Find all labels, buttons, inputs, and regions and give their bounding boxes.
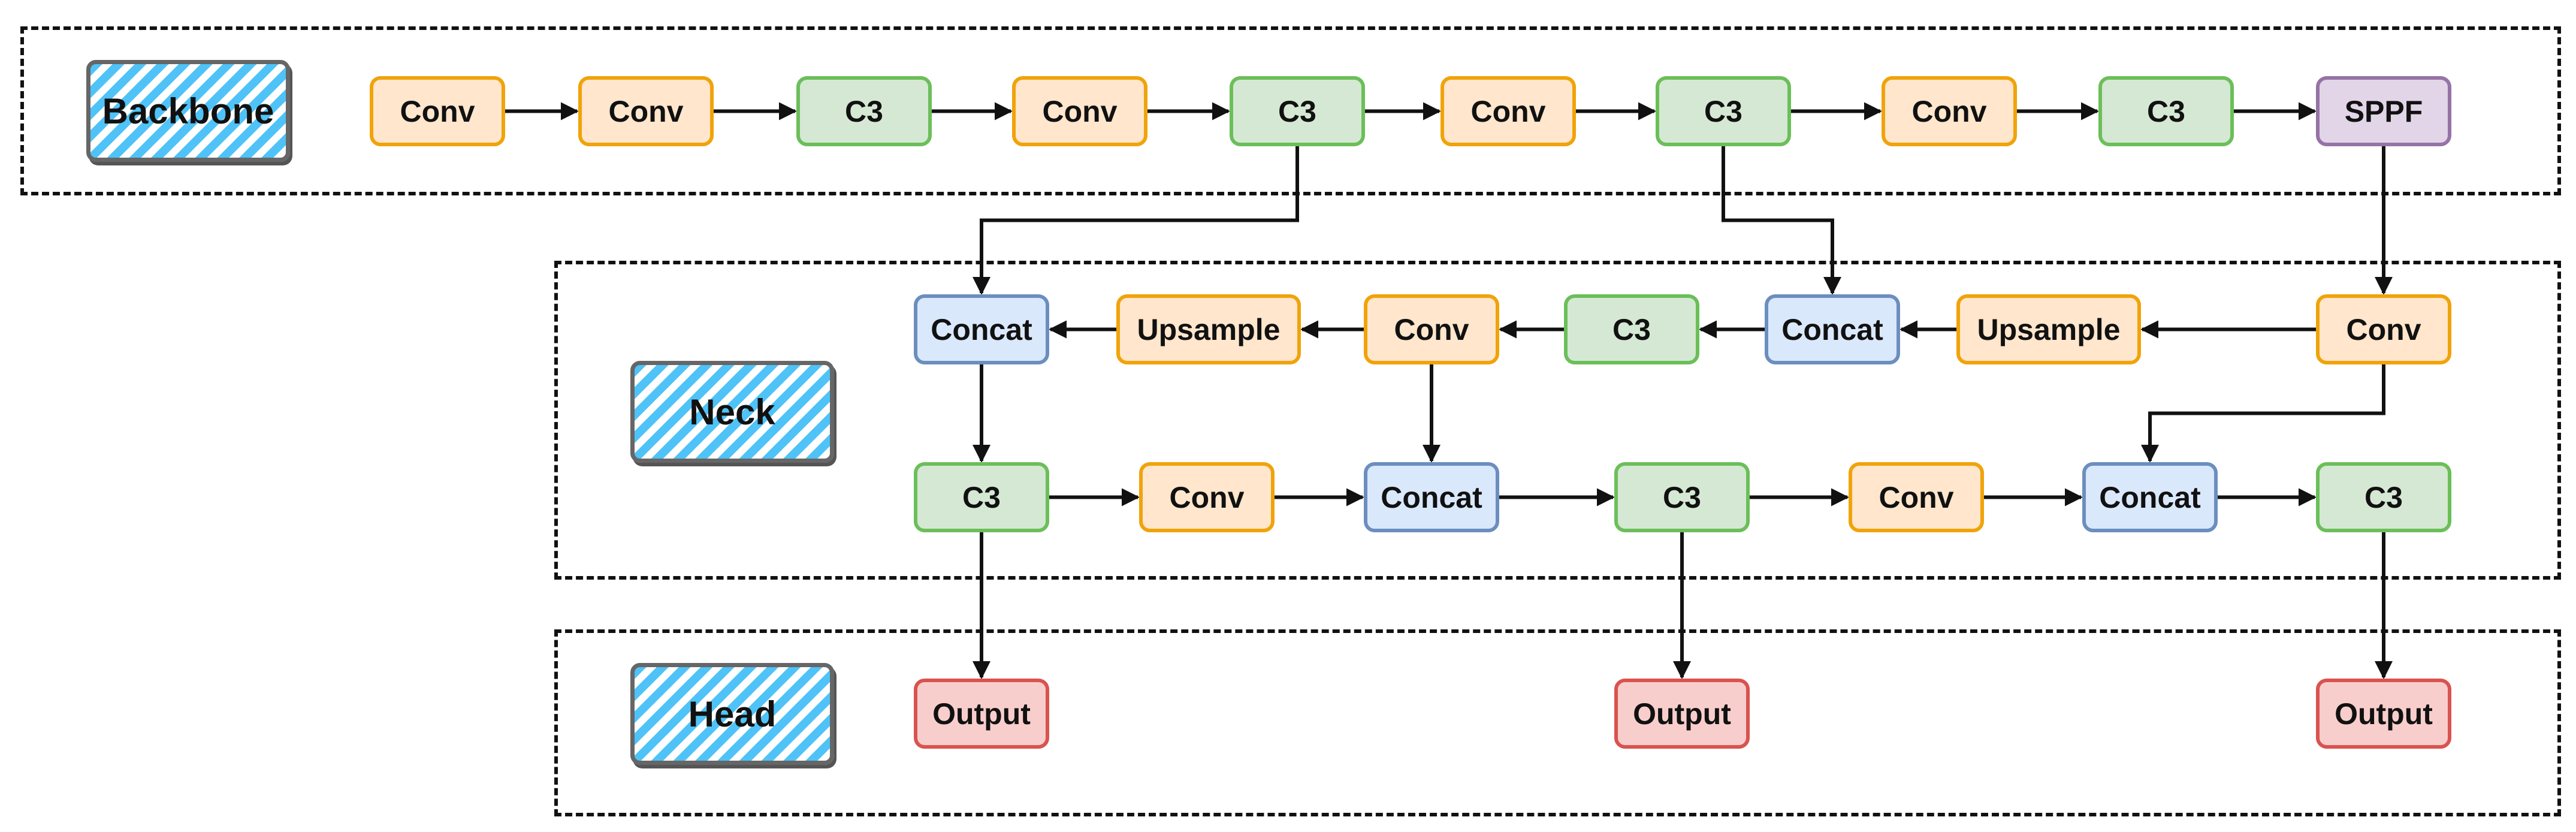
neck-top-node-7: Conv — [2316, 294, 2451, 364]
edge-b7-n5 — [1722, 146, 1841, 295]
neck-top-node-5: Concat — [1765, 294, 1900, 364]
backbone-node-8: Conv — [1882, 76, 2017, 146]
neck-bottom-node-3: Concat — [1364, 462, 1499, 532]
backbone-tag: Backbone — [86, 60, 290, 162]
head-output-3: Output — [2316, 679, 2451, 749]
head-output-2: Output — [1614, 679, 1750, 749]
neck-region — [554, 261, 2561, 580]
backbone-node-6: Conv — [1440, 76, 1576, 146]
neck-bottom-node-4: C3 — [1614, 462, 1750, 532]
neck-top-node-2: Upsample — [1116, 294, 1301, 364]
backbone-region — [20, 26, 2561, 195]
edge-n7-m6 — [2141, 364, 2385, 463]
backbone-node-3: C3 — [796, 76, 932, 146]
neck-bottom-node-6: Concat — [2082, 462, 2218, 532]
edge-b5-n1 — [973, 146, 1299, 295]
neck-top-node-4: C3 — [1564, 294, 1699, 364]
backbone-node-10: SPPF — [2316, 76, 2451, 146]
head-region — [554, 629, 2561, 816]
backbone-node-4: Conv — [1012, 76, 1147, 146]
neck-bottom-node-5: Conv — [1849, 462, 1984, 532]
head-output-1: Output — [914, 679, 1049, 749]
neck-top-node-3: Conv — [1364, 294, 1499, 364]
neck-bottom-node-7: C3 — [2316, 462, 2451, 532]
backbone-node-2: Conv — [578, 76, 714, 146]
neck-bottom-node-1: C3 — [914, 462, 1049, 532]
backbone-node-1: Conv — [370, 76, 505, 146]
neck-top-node-1: Concat — [914, 294, 1049, 364]
neck-top-node-6: Upsample — [1956, 294, 2141, 364]
head-tag: Head — [630, 663, 834, 765]
backbone-node-5: C3 — [1230, 76, 1365, 146]
neck-bottom-node-2: Conv — [1139, 462, 1275, 532]
neck-tag: Neck — [630, 361, 834, 463]
backbone-node-9: C3 — [2098, 76, 2234, 146]
backbone-node-7: C3 — [1656, 76, 1791, 146]
